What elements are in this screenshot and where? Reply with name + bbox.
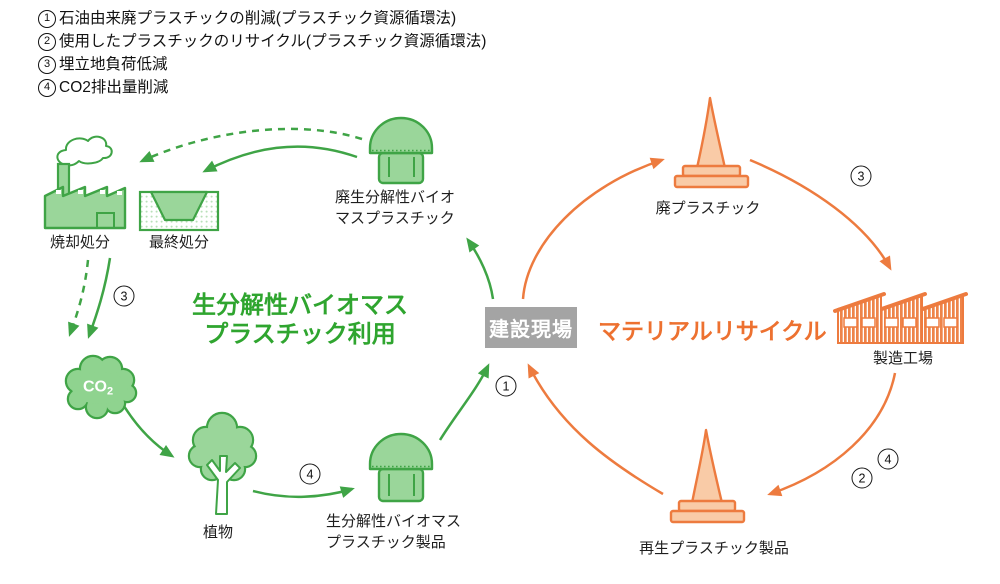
waste-bioplastic-label-line2: マスプラスチック xyxy=(335,210,455,227)
bioplastic-product-label-line2: プラスチック製品 xyxy=(326,534,446,551)
arrow-incinerator-to-co2-dashed xyxy=(68,259,90,337)
benefit-text-4: CO2排出量削減 xyxy=(59,79,169,96)
arrow-waste-plastic-to-plant xyxy=(749,158,892,271)
waste-plastic-cone-icon xyxy=(673,96,750,189)
step-4-badge-orange: 4 xyxy=(877,448,899,470)
arrow-site-to-waste-dome xyxy=(466,237,495,300)
benefit-text-2: 使用したプラスチックのリサイクル(プラスチック資源循環法) xyxy=(59,33,487,50)
arrow-plant-to-recycled xyxy=(767,372,897,497)
co2-cloud-icon xyxy=(64,354,138,420)
step-3-badge-orange: 3 xyxy=(850,165,872,187)
final-disposal-label: 最終処分 xyxy=(148,234,210,251)
bio-cycle-title-line1: 生分解性バイオマス xyxy=(192,292,408,319)
bioplastic-product-dome-icon xyxy=(368,432,434,503)
benefit-item-3: 3 埋立地負荷低減 xyxy=(38,53,486,76)
incineration-label: 焼却処分 xyxy=(49,234,111,251)
incinerator-icon xyxy=(43,135,127,230)
material-recycle-title: マテリアルリサイクル xyxy=(598,318,827,344)
arrow-product-to-site xyxy=(438,363,490,441)
benefit-text-1: 石油由来廃プラスチックの削減(プラスチック資源循環法) xyxy=(59,10,457,27)
landfill-icon xyxy=(138,190,220,232)
circled-number-1: 1 xyxy=(38,9,56,28)
waste-bioplastic-dome-icon xyxy=(368,116,434,185)
arrow-plant-to-product xyxy=(252,486,355,499)
step-4-badge-green: 4 xyxy=(299,463,321,485)
benefit-text-3: 埋立地負荷低減 xyxy=(59,56,168,73)
arrow-incinerator-to-co2 xyxy=(87,257,112,339)
step-1-badge: 1 xyxy=(495,375,517,397)
recycled-product-label: 再生プラスチック製品 xyxy=(639,540,789,557)
benefit-item-1: 1 石油由来廃プラスチックの削減(プラスチック資源循環法) xyxy=(38,7,486,30)
circled-number-2: 2 xyxy=(38,32,56,51)
recycled-plastic-cone-icon xyxy=(669,428,746,524)
manufacturing-plant-label: 製造工場 xyxy=(872,350,934,367)
construction-site-label: 建設現場 xyxy=(489,319,573,341)
arrow-site-to-waste-plastic xyxy=(521,157,665,300)
co2-label-main: CO xyxy=(82,378,107,396)
bio-cycle-title-line2: プラスチック利用 xyxy=(204,321,396,348)
waste-bioplastic-label-line1: 廃生分解性バイオ xyxy=(335,189,456,206)
step-2-badge-orange: 2 xyxy=(851,467,873,489)
arrow-co2-to-plant xyxy=(122,405,175,458)
benefit-item-2: 2 使用したプラスチックのリサイクル(プラスチック資源循環法) xyxy=(38,30,486,53)
step-3-badge-green: 3 xyxy=(113,285,135,307)
arrow-recycled-to-site xyxy=(527,363,664,496)
manufacturing-plant-icon xyxy=(833,292,968,344)
bioplastic-product-label: 生分解性バイオマス プラスチック製品 xyxy=(326,511,461,553)
co2-label-sub: 2 xyxy=(106,385,114,398)
co2-label: CO2 xyxy=(83,379,113,398)
benefits-list: 1 石油由来廃プラスチックの削減(プラスチック資源循環法) 2 使用したプラスチ… xyxy=(38,7,486,99)
circled-number-4: 4 xyxy=(38,78,56,97)
bioplastic-product-label-line1: 生分解性バイオマス xyxy=(326,513,462,530)
arrow-waste-dome-to-incinerator xyxy=(139,127,363,163)
benefit-item-4: 4 CO2排出量削減 xyxy=(38,76,486,99)
bio-cycle-title: 生分解性バイオマス プラスチック利用 xyxy=(192,291,408,349)
construction-site-box: 建設現場 xyxy=(485,307,577,348)
tree-icon xyxy=(187,411,258,515)
circled-number-3: 3 xyxy=(38,55,56,74)
waste-plastic-label: 廃プラスチック xyxy=(655,200,761,217)
waste-bioplastic-label: 廃生分解性バイオ マスプラスチック xyxy=(335,187,455,229)
plant-label: 植物 xyxy=(202,524,234,541)
arrow-waste-dome-to-landfill xyxy=(202,145,358,173)
